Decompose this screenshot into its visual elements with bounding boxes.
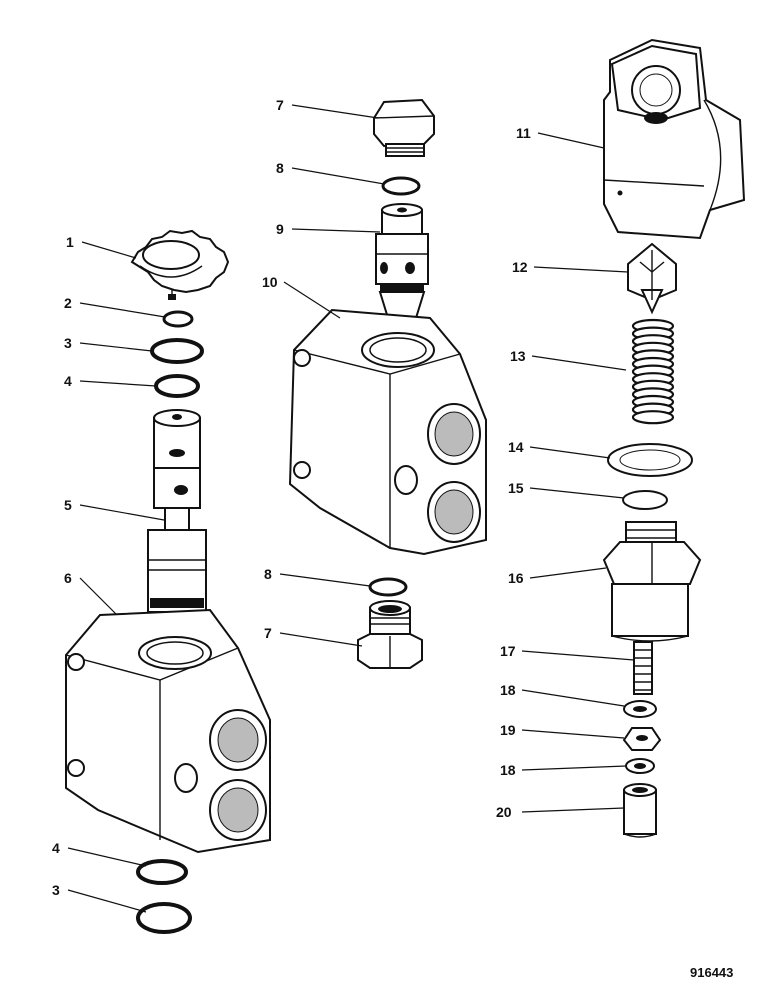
callout-13: 13 [510, 348, 627, 371]
adjusting-screw [633, 641, 653, 695]
drawing-number: 916443 [690, 965, 733, 980]
callout-5: 5 [64, 497, 165, 521]
callout-3-top: 3 [64, 335, 153, 352]
callout-label: 2 [64, 295, 72, 311]
seal-ring-top [381, 176, 421, 196]
callout-18-upper: 18 [500, 682, 625, 707]
callout-label: 8 [264, 566, 272, 582]
callout-4-top: 4 [64, 373, 157, 389]
callout-label: 17 [500, 643, 516, 659]
callout-12: 12 [512, 259, 629, 275]
callout-17: 17 [500, 643, 635, 661]
callout-10: 10 [262, 274, 341, 319]
snap-ring-bottom [136, 902, 192, 934]
poppet [375, 203, 429, 319]
callout-label: 6 [64, 570, 72, 586]
callout-label: 3 [52, 882, 60, 898]
spool [147, 409, 207, 613]
callout-label: 13 [510, 348, 526, 364]
callout-16: 16 [508, 567, 607, 586]
adjuster-body [602, 521, 702, 642]
o-ring-top [154, 374, 200, 398]
callout-label: 16 [508, 570, 524, 586]
callout-19: 19 [500, 722, 625, 739]
callout-3-bottom: 3 [52, 882, 147, 913]
seal-ring-bottom [368, 577, 408, 597]
callout-label: 14 [508, 439, 524, 455]
callout-label: 9 [276, 221, 284, 237]
callout-label: 7 [264, 625, 272, 641]
callout-label: 18 [500, 682, 516, 698]
callout-label: 20 [496, 804, 512, 820]
callout-15: 15 [508, 480, 625, 499]
lock-nut [622, 727, 662, 751]
relief-housing [603, 38, 746, 240]
callout-label: 3 [64, 335, 72, 351]
callout-2: 2 [64, 295, 166, 318]
cap-nut [623, 783, 657, 838]
spring-coil [631, 410, 675, 425]
callout-4-bottom: 4 [52, 840, 147, 867]
callout-label: 4 [64, 373, 72, 389]
callout-label: 1 [66, 234, 74, 250]
valve-body-middle [288, 308, 487, 556]
callout-18-lower: 18 [500, 762, 627, 778]
callout-6: 6 [64, 570, 117, 615]
callout-7-bottom: 7 [264, 625, 363, 647]
washer-lower [625, 758, 655, 774]
knob [130, 229, 230, 300]
washer-upper [623, 700, 657, 718]
callout-label: 15 [508, 480, 524, 496]
callout-label: 11 [516, 125, 531, 141]
callout-1: 1 [66, 234, 137, 259]
callout-8-bottom: 8 [264, 566, 371, 587]
spring [631, 318, 675, 425]
callout-label: 5 [64, 497, 72, 513]
poppet-cone [627, 242, 677, 315]
adapter-bottom [357, 600, 423, 669]
callout-label: 8 [276, 160, 284, 176]
callout-8-top: 8 [276, 160, 385, 185]
valve-body-left [65, 608, 271, 854]
callout-label: 18 [500, 762, 516, 778]
o-ring-bottom [136, 859, 188, 885]
callout-14: 14 [508, 439, 611, 459]
callout-label: 10 [262, 274, 278, 290]
callout-7-top: 7 [276, 97, 379, 119]
washer-small [622, 490, 668, 510]
callout-label: 7 [276, 97, 284, 113]
callout-9: 9 [276, 221, 381, 237]
small-circlip [162, 310, 194, 328]
callout-label: 12 [512, 259, 528, 275]
snap-ring-top [150, 338, 204, 364]
washer-large [607, 443, 693, 477]
callout-11: 11 [516, 125, 605, 149]
callout-20: 20 [496, 804, 625, 820]
plug-cap [373, 98, 435, 157]
callout-label: 19 [500, 722, 516, 738]
callout-label: 4 [52, 840, 60, 856]
